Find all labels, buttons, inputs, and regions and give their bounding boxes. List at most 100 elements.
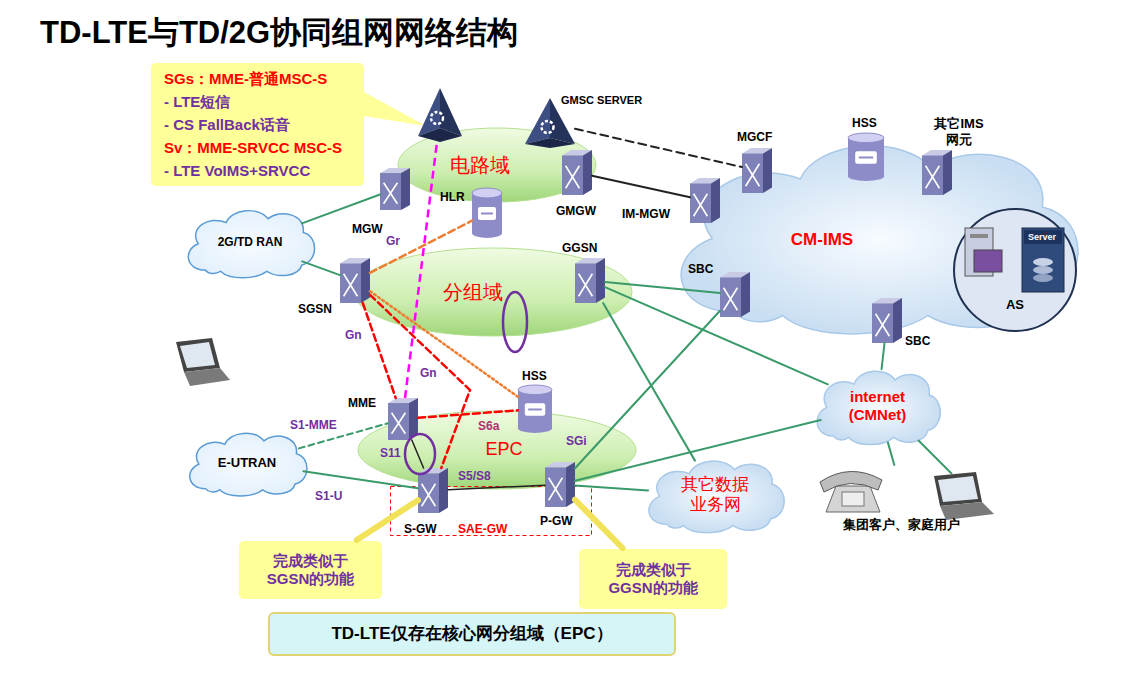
- node-label: 其它IMS 网元: [928, 116, 990, 147]
- node-label: HSS: [522, 369, 547, 383]
- node-label: Sv：MME-SRVCC MSC-S: [164, 136, 342, 159]
- interface-label: Gn: [345, 328, 362, 342]
- node-label: MGW: [352, 222, 383, 236]
- node-label: IM-MGW: [622, 207, 670, 221]
- interface-label: SGi: [566, 434, 587, 448]
- node-label: 完成类似于 GGSN的功能: [603, 561, 703, 597]
- network-element-icon-outline: [340, 258, 370, 303]
- network-element-icon-outline: [418, 468, 448, 513]
- network-element-icon: IM-MGW: [690, 178, 720, 223]
- network-element-icon-outline: [562, 150, 592, 195]
- network-element-icon-outline: [388, 398, 418, 440]
- access-line: [918, 440, 952, 474]
- interface-label: Gn: [420, 366, 437, 380]
- database-icon-outline: [848, 133, 884, 181]
- database-icon: HSS: [518, 385, 552, 433]
- network-cloud: internet (CMNet): [809, 365, 946, 447]
- interface-label: S6a: [478, 419, 499, 433]
- network-element-icon-outline: [575, 258, 605, 303]
- network-cloud: 2G/TD RAN: [180, 205, 320, 280]
- laptop-icon: [176, 338, 230, 386]
- connector: [575, 486, 648, 491]
- database-icon: HSS: [848, 133, 884, 181]
- node-label: SBC: [905, 334, 930, 348]
- node-label: AS: [1006, 297, 1024, 313]
- msc-server-symbol: [418, 88, 462, 142]
- callout-box: 完成类似于 SGSN的功能: [238, 540, 383, 600]
- node-label: 分组域: [443, 280, 503, 304]
- connector: [575, 129, 742, 167]
- connector: [302, 195, 380, 224]
- node-label: internet (CMNet): [832, 388, 922, 424]
- domain-ellipse: 分组域: [353, 247, 633, 337]
- node-label: 集团客户、家庭用户: [843, 517, 960, 533]
- node-label: SGs：MME-普通MSC-S: [164, 67, 327, 90]
- node-label: 其它数据 业务网: [678, 475, 753, 516]
- network-element-icon-outline: [922, 150, 952, 195]
- network-element-icon-outline: [380, 168, 410, 210]
- server-circle-outline: [953, 208, 1077, 332]
- node-label: SGSN: [298, 302, 332, 316]
- callout-box: SGs：MME-普通MSC-S- LTE短信- CS FallBack话音Sv：…: [150, 62, 365, 187]
- database-icon-outline: [472, 188, 502, 238]
- node-label: CM-IMS: [791, 230, 853, 250]
- interface-label: Gr: [386, 234, 400, 248]
- laptop-icon: [934, 472, 994, 520]
- callout-box: 完成类似于 GGSN的功能: [578, 548, 728, 610]
- connector: [592, 176, 690, 197]
- msc-server-icon: GMSC SERVER: [525, 98, 575, 148]
- network-cloud: 其它数据 业务网: [640, 455, 790, 535]
- network-element-icon-outline: [545, 462, 575, 507]
- node-label: GMGW: [556, 204, 596, 218]
- network-element-icon-outline: [690, 178, 720, 223]
- network-element-icon: GGSN: [575, 258, 605, 303]
- network-element-icon: S-GW: [418, 468, 448, 513]
- connector: [302, 261, 340, 275]
- network-element-icon: 其它IMS 网元: [922, 150, 952, 195]
- node-label: MGCF: [737, 130, 772, 144]
- node-label: E-UTRAN: [218, 455, 277, 471]
- connector: [888, 442, 894, 465]
- interface-label: S1-U: [315, 489, 342, 503]
- node-label: SBC: [688, 262, 713, 276]
- callout-pointer: [364, 92, 426, 126]
- node-label: P-GW: [540, 514, 573, 528]
- network-cloud: E-UTRAN: [182, 428, 312, 498]
- connector: [575, 500, 622, 548]
- node-label: S-GW: [404, 522, 437, 536]
- network-element-icon: MGW: [380, 168, 410, 210]
- connector: [882, 343, 885, 369]
- interface-label: S1-MME: [290, 418, 337, 432]
- interface-label: S5/S8: [458, 469, 491, 483]
- database-icon: HLR: [472, 188, 502, 238]
- domain-ellipse: 电路域: [397, 127, 597, 203]
- connector: [575, 311, 720, 468]
- device-label: Server: [1028, 232, 1056, 242]
- node-label: HLR: [440, 190, 465, 204]
- node-label: TD-LTE仅存在核心网分组域（EPC）: [331, 624, 612, 644]
- user-group: 集团客户、家庭用户: [815, 465, 995, 540]
- node-label: SAE-GW: [458, 522, 507, 536]
- gateway-group-box: SAE-GW S-GW P-GW: [390, 486, 592, 536]
- node-label: MME: [348, 396, 376, 410]
- network-element-icon: P-GW: [545, 462, 575, 507]
- network-element-icon-outline: [742, 148, 772, 193]
- network-element-icon-outline: [720, 272, 750, 317]
- node-label: 2G/TD RAN: [218, 235, 283, 249]
- network-element-icon-outline: [872, 298, 902, 343]
- network-element-icon: MGCF: [742, 148, 772, 193]
- database-icon-outline: [518, 385, 552, 433]
- node-label: 电路域: [450, 153, 510, 177]
- network-element-icon: MME: [388, 398, 418, 440]
- note-box: TD-LTE仅存在核心网分组域（EPC）: [268, 612, 676, 656]
- network-element-icon: SBC: [872, 298, 902, 343]
- diagram-title: TD-LTE与TD/2G协同组网网络结构: [40, 12, 518, 54]
- telephone-icon: [820, 471, 882, 512]
- server-circle: AS: [953, 208, 1077, 332]
- network-element-icon: GMGW: [562, 150, 592, 195]
- node-label: - LTE短信: [164, 90, 230, 113]
- network-element-icon: SBC: [720, 272, 750, 317]
- interface-label: S11: [380, 446, 401, 460]
- node-label: HSS: [852, 116, 877, 130]
